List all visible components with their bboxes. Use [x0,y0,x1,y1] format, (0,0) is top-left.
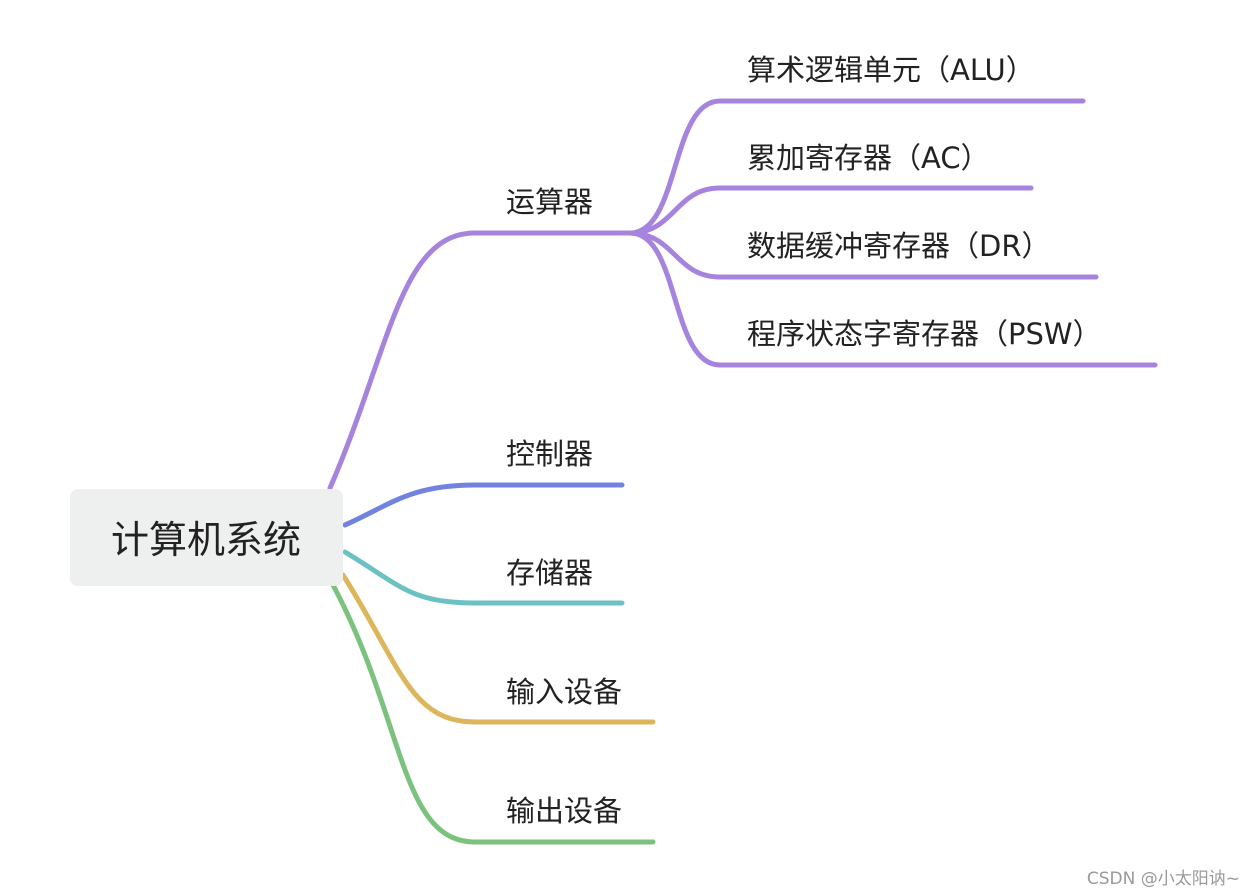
node-psw[interactable]: 程序状态字寄存器（PSW） [747,317,1102,351]
connector-alu [627,98,1086,236]
node-ac[interactable]: 累加寄存器（AC） [747,141,990,175]
connector-psw [627,230,1158,368]
connector-controller [342,482,625,528]
node-controller[interactable]: 控制器 [506,437,593,471]
root-node[interactable]: 计算机系统 [70,489,343,586]
node-dr[interactable]: 数据缓冲寄存器（DR） [747,229,1050,263]
root-node-label: 计算机系统 [111,518,301,562]
connector-arithmetic-unit [327,230,633,491]
node-output-device[interactable]: 输出设备 [506,794,622,828]
node-alu[interactable]: 算术逻辑单元（ALU） [747,53,1035,87]
root-node-box [70,489,343,586]
node-memory[interactable]: 存储器 [506,556,593,590]
node-input-device[interactable]: 输入设备 [506,675,622,709]
watermark: CSDN @小太阳讷~ [1087,869,1240,889]
connector-output-device [330,582,656,845]
node-arithmetic-unit[interactable]: 运算器 [506,185,593,219]
connector-input-device [340,572,656,725]
connector-memory [342,549,625,606]
connector-ac [627,185,1034,236]
